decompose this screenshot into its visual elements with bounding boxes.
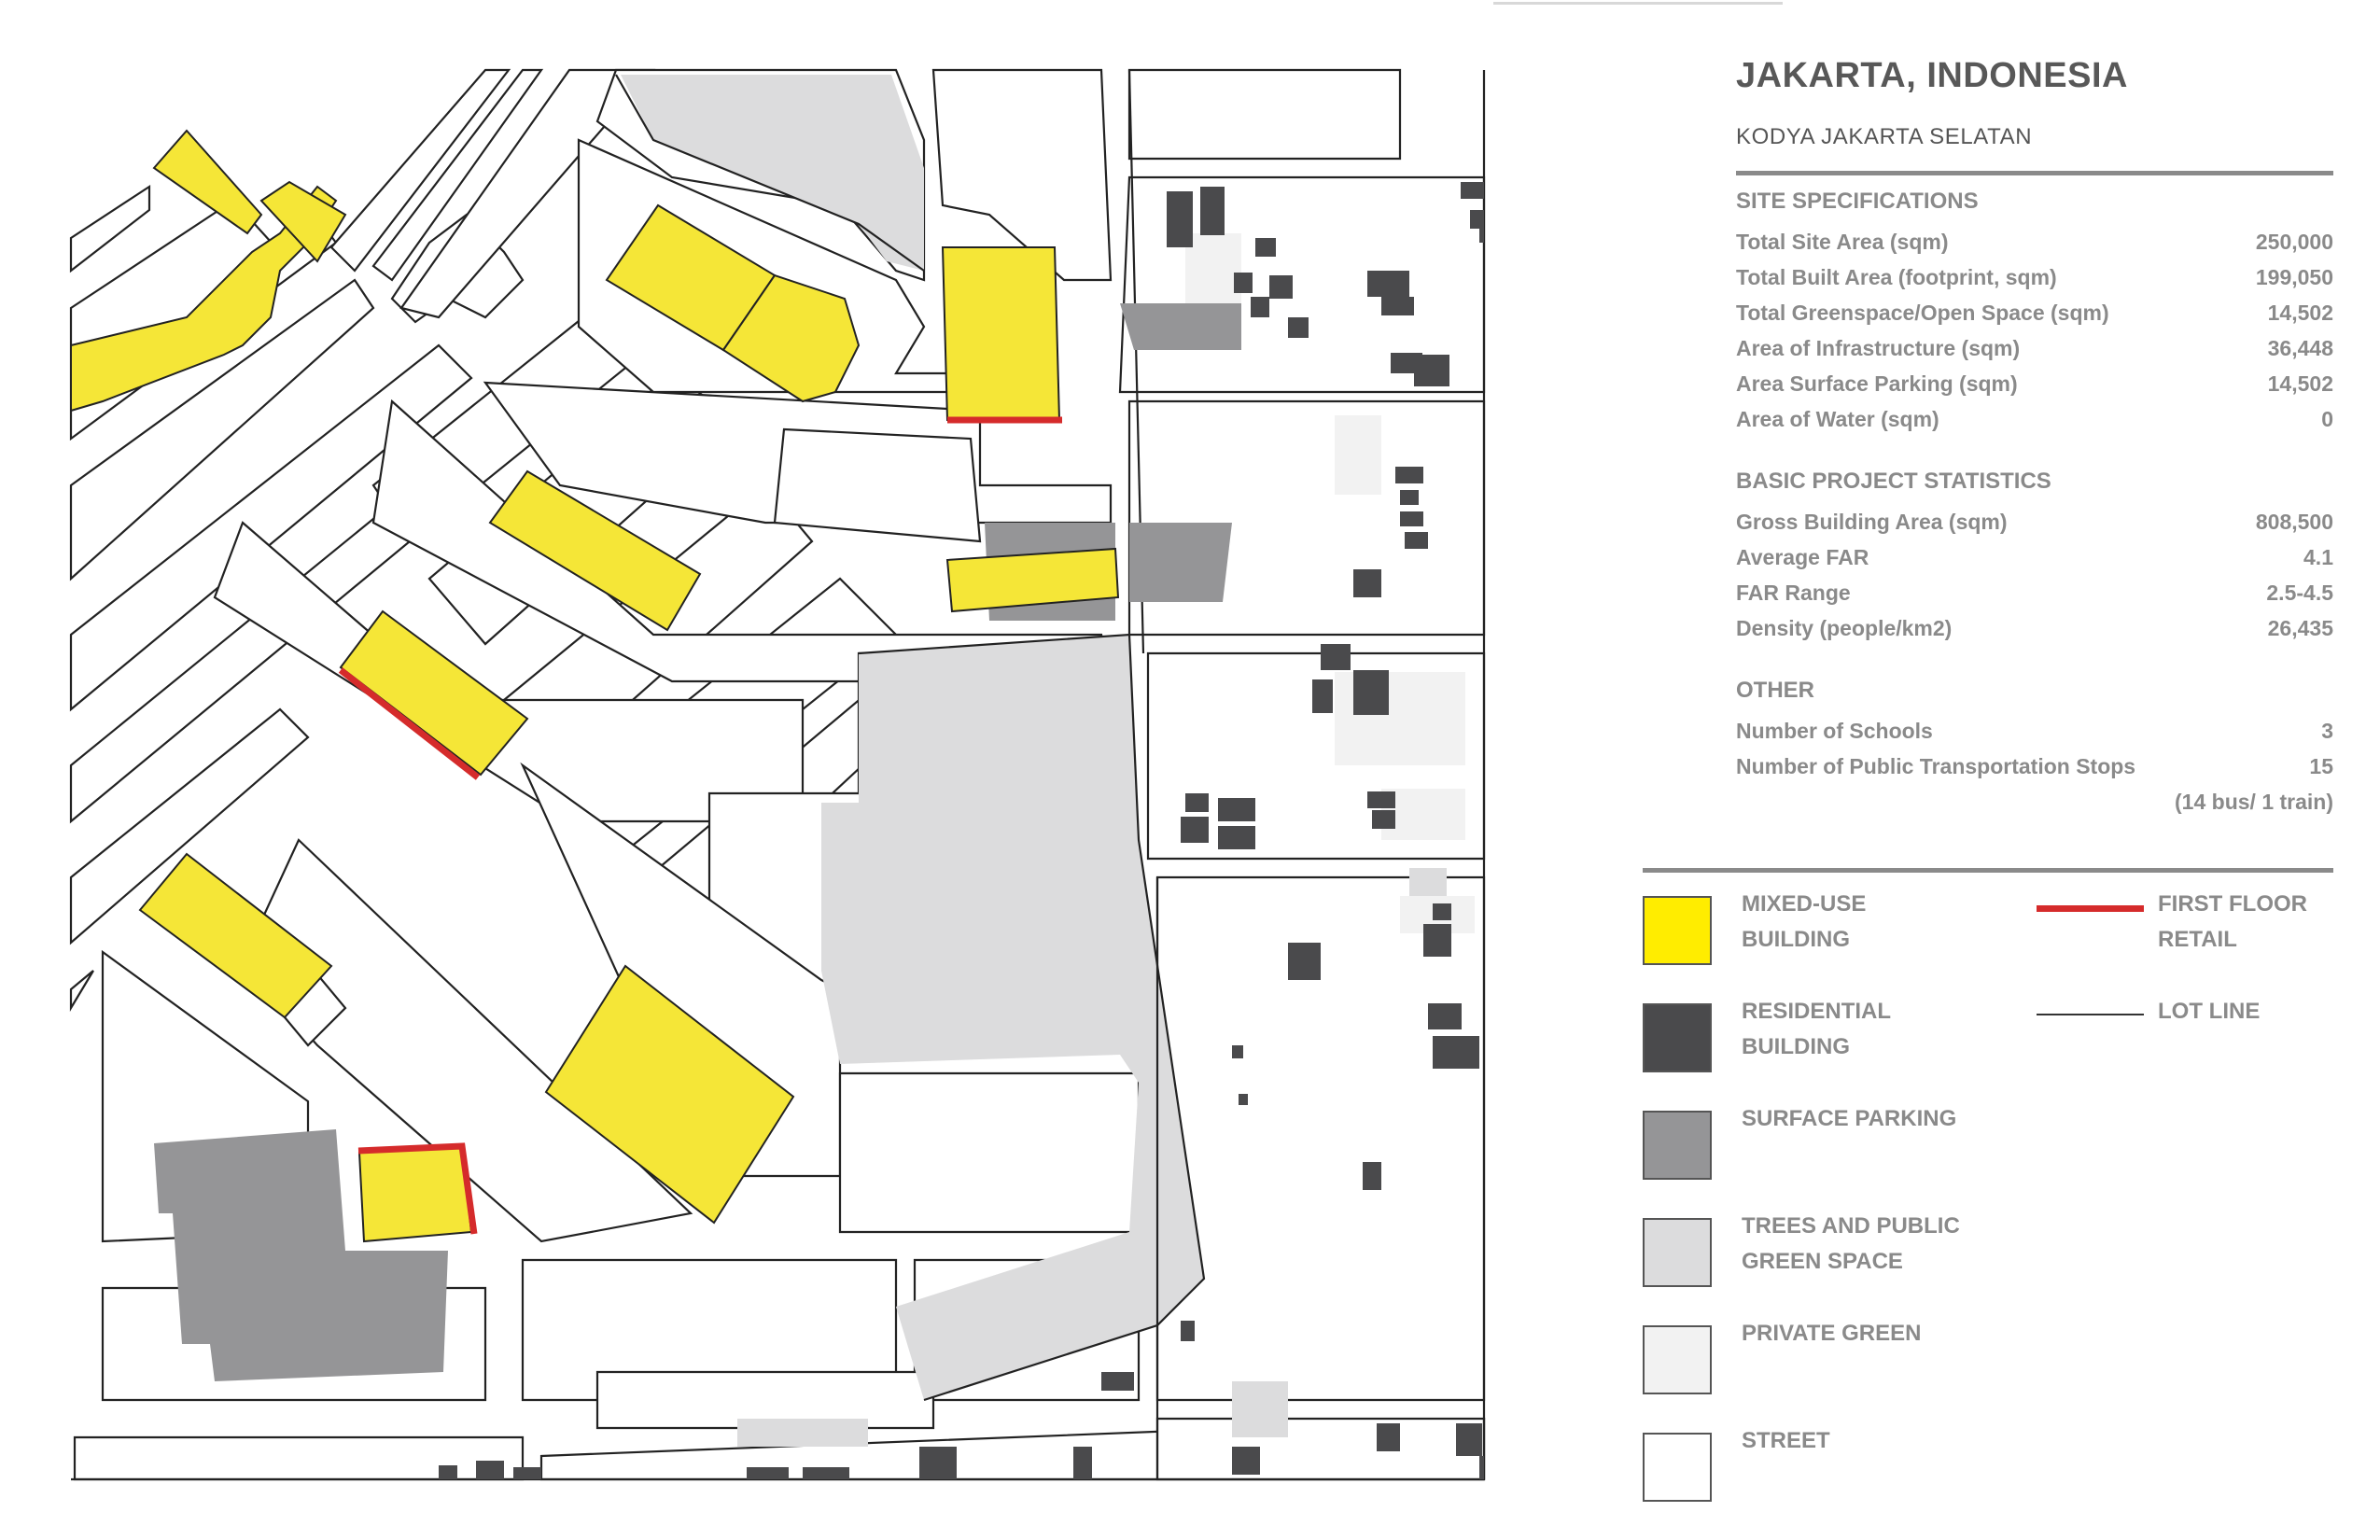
stat-value: 26,435 xyxy=(2267,616,2333,640)
transport-note: (14 bus/ 1 train) xyxy=(2175,790,2333,814)
stat-label: Area Surface Parking (sqm) xyxy=(1736,371,2018,396)
stat-row: Area Surface Parking (sqm) 14,502 xyxy=(1736,366,2333,401)
legend-label-street: STREET xyxy=(1742,1428,1830,1453)
stat-row: FAR Range 2.5-4.5 xyxy=(1736,575,2333,610)
stat-label: Total Greenspace/Open Space (sqm) xyxy=(1736,301,2109,325)
stat-label: FAR Range xyxy=(1736,581,1851,605)
legend-swatch-mixed-use xyxy=(1643,896,1712,965)
legend-divider xyxy=(1643,868,2333,873)
stat-value: 36,448 xyxy=(2267,336,2333,360)
stat-label: Area of Infrastructure (sqm) xyxy=(1736,336,2021,360)
stat-label: Number of Public Transportation Stops xyxy=(1736,754,2136,778)
stat-value: 3 xyxy=(2321,719,2333,743)
legend-swatch-surface-parking xyxy=(1643,1111,1712,1180)
map-public-green xyxy=(621,75,1447,1447)
stat-value: 14,502 xyxy=(2267,371,2333,396)
legend-label-private-green: PRIVATE GREEN xyxy=(1742,1321,1922,1346)
legend-swatch-trees-public xyxy=(1643,1218,1712,1287)
stat-value: 2.5-4.5 xyxy=(2266,581,2333,605)
info-panel: JAKARTA, INDONESIA KODYA JAKARTA SELATAN… xyxy=(1736,56,2333,851)
stat-row: Area of Infrastructure (sqm) 36,448 xyxy=(1736,330,2333,366)
stat-value: 199,050 xyxy=(2255,265,2333,289)
map-surface-parking xyxy=(154,303,1241,1381)
stat-row: Gross Building Area (sqm) 808,500 xyxy=(1736,504,2333,539)
other-heading: OTHER xyxy=(1736,678,1814,703)
page-subtitle: KODYA JAKARTA SELATAN xyxy=(1736,124,2033,149)
legend-swatch-first-floor-retail xyxy=(2037,905,2144,912)
stat-value: 250,000 xyxy=(2255,230,2333,254)
stat-label: Number of Schools xyxy=(1736,719,1933,743)
legend-swatch-street xyxy=(1643,1433,1712,1502)
legend-label-lot-line: LOT LINE xyxy=(2158,999,2261,1024)
map-road-edges xyxy=(71,69,1486,1481)
basic-statistics-heading: BASIC PROJECT STATISTICS xyxy=(1736,469,2051,494)
stat-row: Average FAR 4.1 xyxy=(1736,539,2333,575)
stat-label: Total Site Area (sqm) xyxy=(1736,230,1949,254)
stat-value: 0 xyxy=(2321,407,2333,431)
stat-row: Total Built Area (footprint, sqm) 199,050 xyxy=(1736,259,2333,295)
map-first-floor-retail xyxy=(338,416,1062,1235)
legend-swatch-lot-line xyxy=(2037,1014,2144,1015)
stat-value: 15 xyxy=(2309,754,2333,778)
site-specifications-heading: SITE SPECIFICATIONS xyxy=(1736,189,1979,214)
stat-label: Area of Water (sqm) xyxy=(1736,407,1939,431)
map-right-gutter xyxy=(1486,0,1493,1493)
stat-row: Total Site Area (sqm) 250,000 xyxy=(1736,224,2333,259)
map-residential-buildings xyxy=(439,182,1484,1479)
stat-value: 808,500 xyxy=(2255,510,2333,534)
stat-row: Total Greenspace/Open Space (sqm) 14,502 xyxy=(1736,295,2333,330)
stat-value: 4.1 xyxy=(2303,545,2333,569)
legend-swatch-private-green xyxy=(1643,1325,1712,1394)
top-divider xyxy=(1493,2,1783,5)
stat-value: 14,502 xyxy=(2267,301,2333,325)
stat-label: Density (people/km2) xyxy=(1736,616,1953,640)
stat-row: Number of Schools 3 xyxy=(1736,713,2333,749)
stat-row: Area of Water (sqm) 0 xyxy=(1736,401,2333,437)
legend-swatch-residential xyxy=(1643,1003,1712,1072)
legend-label-surface-parking: SURFACE PARKING xyxy=(1742,1106,1957,1131)
title-divider xyxy=(1736,171,2333,175)
stat-row: Density (people/km2) 26,435 xyxy=(1736,610,2333,646)
stat-label: Average FAR xyxy=(1736,545,1869,569)
map-mixed-use-buildings xyxy=(70,129,1120,1243)
basic-statistics-section: BASIC PROJECT STATISTICS Gross Building … xyxy=(1736,469,2333,646)
map-private-green xyxy=(1185,233,1475,933)
stat-row: Number of Public Transportation Stops 15 xyxy=(1736,749,2333,784)
stat-label: Total Built Area (footprint, sqm) xyxy=(1736,265,2057,289)
page-title: JAKARTA, INDONESIA xyxy=(1736,56,2128,95)
stat-label: Gross Building Area (sqm) xyxy=(1736,510,2008,534)
site-map xyxy=(69,0,1493,1493)
site-specifications-section: SITE SPECIFICATIONS Total Site Area (sqm… xyxy=(1736,189,2333,437)
